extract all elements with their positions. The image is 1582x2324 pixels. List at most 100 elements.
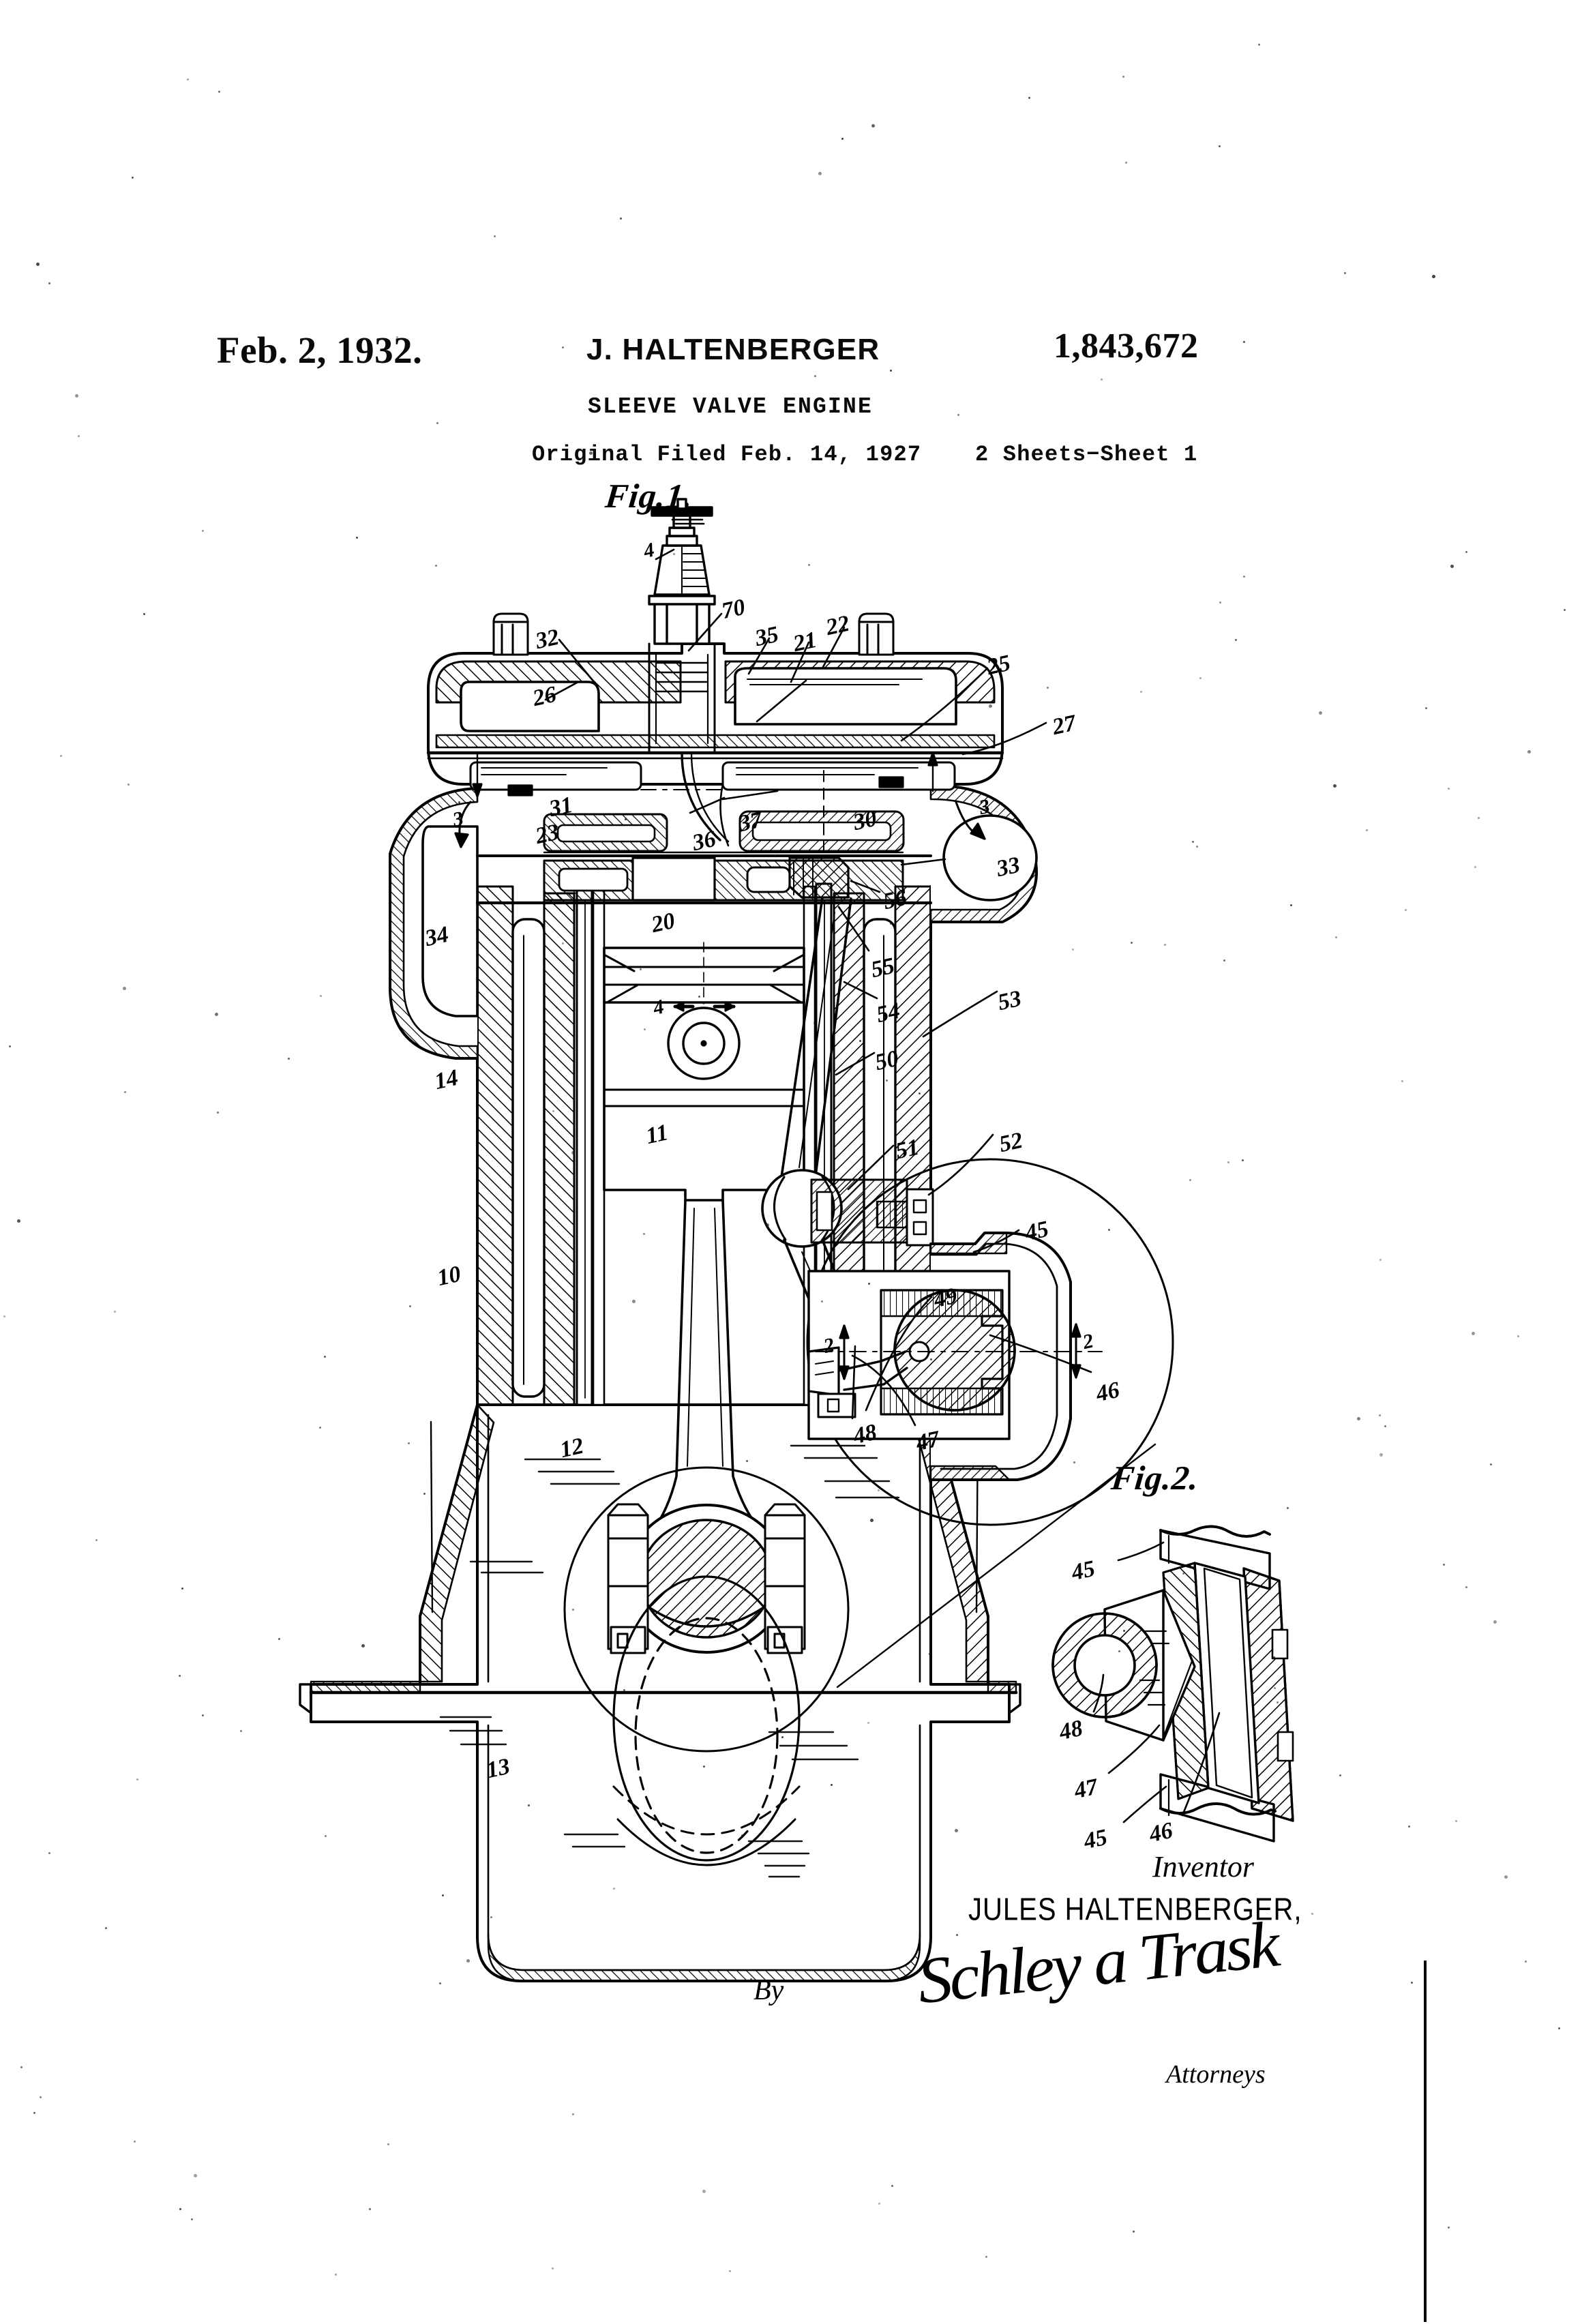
paper-speck bbox=[1411, 1982, 1413, 1984]
paper-speck bbox=[632, 1300, 636, 1303]
paper-speck bbox=[1196, 846, 1198, 848]
paper-speck bbox=[1243, 341, 1245, 343]
paper-speck bbox=[989, 704, 992, 708]
paper-speck bbox=[494, 235, 496, 237]
paper-speck bbox=[1199, 677, 1202, 679]
paper-speck bbox=[702, 2190, 706, 2193]
inventor-label: Inventor bbox=[1152, 1850, 1255, 1883]
paper-speck bbox=[33, 2112, 35, 2114]
paper-speck bbox=[215, 1013, 218, 1016]
paper-speck bbox=[1379, 1259, 1382, 1261]
paper-speck bbox=[1527, 750, 1531, 754]
paper-speck bbox=[750, 1978, 752, 1980]
patent-title: SLEEVE VALVE ENGINE bbox=[588, 394, 874, 419]
paper-speck bbox=[1273, 1656, 1275, 1658]
paper-speck bbox=[809, 341, 811, 343]
paper-speck bbox=[703, 1766, 705, 1768]
paper-speck bbox=[423, 1493, 426, 1495]
paper-speck bbox=[1311, 1913, 1313, 1915]
paper-speck bbox=[762, 410, 764, 412]
paper-speck bbox=[919, 1092, 921, 1094]
paper-speck bbox=[1131, 942, 1133, 944]
paper-speck bbox=[572, 2113, 574, 2115]
paper-speck bbox=[217, 1112, 219, 1114]
paper-speck bbox=[1448, 2226, 1450, 2229]
paper-speck bbox=[1125, 162, 1127, 164]
paper-speck bbox=[886, 1079, 888, 1082]
paper-speck bbox=[1339, 1774, 1341, 1776]
paper-speck bbox=[114, 1311, 116, 1313]
paper-speck bbox=[821, 1300, 823, 1302]
paper-speck bbox=[134, 2141, 136, 2143]
paper-speck bbox=[698, 996, 700, 998]
paper-speck bbox=[1122, 76, 1124, 78]
paper-speck bbox=[442, 1894, 444, 1896]
paper-speck bbox=[861, 956, 863, 958]
paper-speck bbox=[60, 755, 62, 757]
paper-speck bbox=[1379, 1414, 1381, 1416]
paper-speck bbox=[589, 451, 593, 455]
paper-speck bbox=[435, 565, 437, 567]
paper-speck bbox=[871, 124, 875, 128]
inventor-header: J. HALTENBERGER bbox=[586, 333, 880, 366]
paper-speck bbox=[1182, 1573, 1184, 1575]
paper-speck bbox=[408, 1442, 410, 1444]
paper-speck bbox=[361, 1644, 365, 1648]
paper-speck bbox=[1123, 1630, 1125, 1632]
paper-speck bbox=[859, 1040, 861, 1042]
paper-speck bbox=[143, 613, 145, 615]
paper-speck bbox=[75, 394, 78, 398]
paper-speck bbox=[1108, 1229, 1110, 1231]
paper-speck bbox=[1319, 711, 1322, 715]
paper-speck bbox=[766, 1223, 769, 1227]
paper-speck bbox=[814, 1022, 816, 1024]
paper-speck bbox=[1243, 576, 1245, 578]
paper-speck bbox=[556, 1007, 558, 1009]
paper-speck bbox=[1478, 817, 1480, 819]
paper-speck bbox=[643, 1233, 645, 1235]
paper-speck bbox=[868, 1283, 870, 1285]
paper-speck bbox=[179, 2208, 181, 2210]
issue-date: Feb. 2, 1932. bbox=[217, 329, 423, 371]
paper-speck bbox=[1455, 1820, 1457, 1822]
paper-speck bbox=[409, 1305, 411, 1307]
paper-speck bbox=[78, 435, 80, 437]
paper-speck bbox=[741, 1834, 743, 1836]
paper-speck bbox=[1472, 1332, 1475, 1335]
paper-speck bbox=[1384, 1425, 1386, 1427]
paper-speck bbox=[891, 2185, 893, 2187]
paper-speck bbox=[123, 987, 126, 990]
paper-speck bbox=[1366, 829, 1368, 831]
paper-speck bbox=[1408, 1826, 1410, 1828]
paper-speck bbox=[878, 1489, 880, 1491]
paper-speck bbox=[1558, 2027, 1560, 2029]
paper-speck bbox=[136, 1778, 138, 1781]
paper-speck bbox=[1133, 2231, 1135, 2233]
paper-speck bbox=[831, 1784, 833, 1786]
paper-speck bbox=[124, 1091, 126, 1093]
paper-speck bbox=[1277, 1701, 1279, 1703]
paper-speck bbox=[613, 1888, 615, 1890]
paper-speck bbox=[1223, 959, 1225, 962]
paper-speck bbox=[9, 1045, 11, 1047]
paper-speck bbox=[179, 1675, 181, 1677]
paper-speck bbox=[1335, 936, 1337, 938]
sheet-number: 2 Sheets−Sheet 1 bbox=[975, 442, 1198, 467]
paper-speck bbox=[1189, 1179, 1191, 1181]
paper-speck bbox=[202, 1714, 204, 1716]
paper-speck bbox=[808, 564, 810, 566]
paper-speck bbox=[439, 1982, 441, 1984]
paper-speck bbox=[1401, 1080, 1403, 1082]
paper-speck bbox=[128, 784, 130, 786]
paper-speck bbox=[557, 761, 559, 763]
paper-speck bbox=[1028, 97, 1030, 99]
paper-speck bbox=[957, 414, 959, 416]
paper-speck bbox=[1101, 378, 1103, 381]
paper-speck bbox=[95, 1539, 98, 1541]
paper-speck bbox=[1274, 1687, 1276, 1689]
paper-speck bbox=[40, 2096, 42, 2098]
attorneys-label: Attorneys bbox=[1166, 2060, 1266, 2089]
paper-speck bbox=[325, 1835, 327, 1837]
paper-speck bbox=[1443, 1564, 1445, 1566]
paper-speck bbox=[20, 2066, 23, 2068]
